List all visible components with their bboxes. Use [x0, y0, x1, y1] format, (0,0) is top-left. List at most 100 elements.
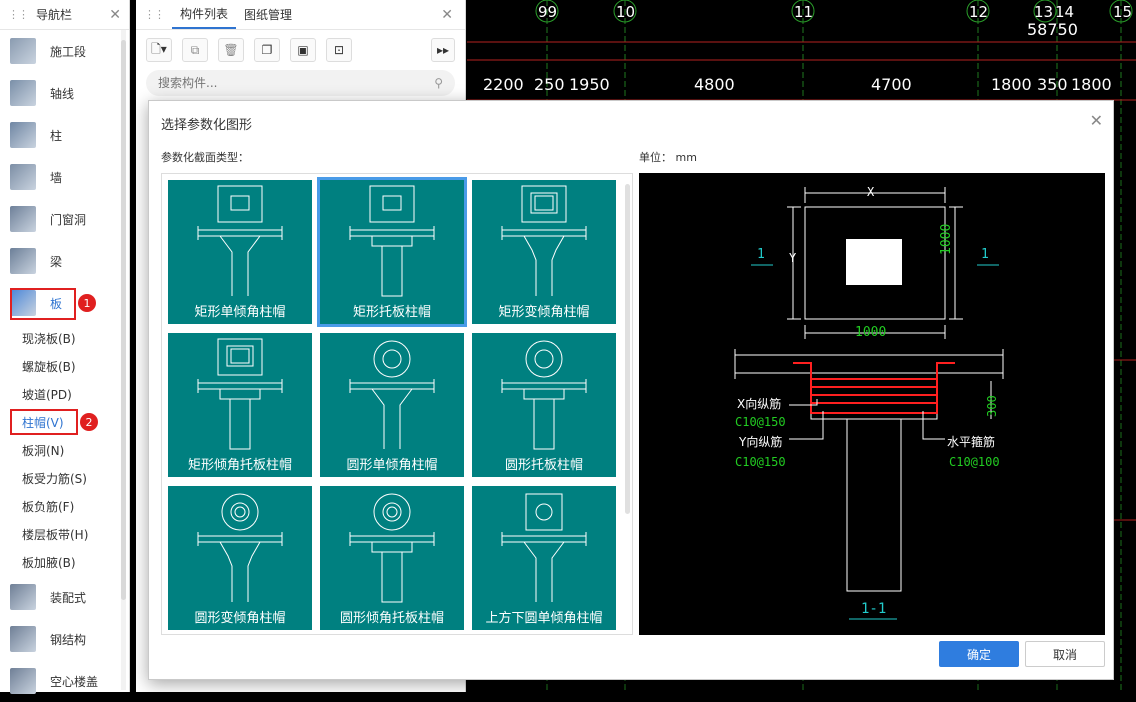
nav-scrollbar[interactable]: [121, 30, 126, 690]
x-rebar-spec: C10@150: [735, 415, 786, 429]
shape-drawing: [197, 493, 283, 602]
sub-item-label: 柱帽(V): [22, 415, 64, 430]
sub-item-2[interactable]: 坡道(PD): [0, 380, 129, 408]
step-badge-2: 2: [80, 413, 98, 431]
dim-1000-vertical: 1000: [939, 223, 954, 255]
tab-drawing-management[interactable]: 图纸管理: [244, 7, 293, 22]
grid-scrollbar[interactable]: [625, 184, 630, 514]
close-icon[interactable]: ✕: [109, 6, 121, 23]
shape-option-7[interactable]: 圆形倾角托板柱帽: [320, 486, 464, 630]
tab-component-list[interactable]: 构件列表: [172, 0, 237, 29]
search-input[interactable]: [158, 76, 435, 90]
copy-icon[interactable]: ⧉: [182, 38, 208, 62]
total-dimension: 58750: [1027, 20, 1078, 39]
sub-item-5[interactable]: 板受力筋(S): [0, 464, 129, 492]
sub-item-3[interactable]: 柱帽(V) 2: [0, 408, 129, 436]
close-icon[interactable]: ✕: [1089, 111, 1103, 130]
nav-item-1[interactable]: 轴线: [0, 72, 129, 114]
more-icon[interactable]: ▸▸: [431, 38, 455, 62]
highlight-box: [10, 288, 76, 320]
shape-option-label: 矩形单倾角柱帽: [194, 305, 286, 320]
nav-item-0[interactable]: 施工段: [0, 30, 129, 72]
shape-option-0[interactable]: 矩形单倾角柱帽: [168, 180, 312, 324]
axis-number: 15: [1113, 3, 1133, 21]
nav-item-3[interactable]: 墙: [0, 156, 129, 198]
steel-structure-icon: [10, 626, 36, 652]
duplicate-icon[interactable]: ❐: [254, 38, 280, 62]
search-icon[interactable]: ⚲: [434, 76, 443, 90]
dialog-title: 选择参数化图形: [161, 118, 253, 133]
shape-drawing: [349, 185, 435, 297]
nav-bottom-item-1[interactable]: 钢结构: [0, 618, 129, 660]
sub-item-1[interactable]: 螺旋板(B): [0, 352, 129, 380]
nav-bottom-item-0[interactable]: 装配式: [0, 576, 129, 618]
cancel-button[interactable]: 取消: [1025, 641, 1105, 667]
hollow-floor-icon: [10, 668, 36, 694]
nav-item-5[interactable]: 梁: [0, 240, 129, 282]
sub-item-label: 板受力筋(S): [22, 471, 87, 486]
close-icon[interactable]: ✕: [441, 6, 453, 23]
y-rebar-label: Y向纵筋: [739, 435, 783, 449]
component-toolbar: 🗋▾ ⧉ 🗑 ❐ ▣ ⊡ ▸▸: [136, 30, 465, 70]
shape-option-6[interactable]: 圆形变倾角柱帽: [168, 486, 312, 630]
x-label: X: [867, 185, 875, 199]
shape-drawing: [349, 340, 435, 449]
nav-item-label: 空心楼盖: [50, 674, 99, 689]
shape-grid: 矩形单倾角柱帽 矩形托板柱帽矩形变倾角柱帽矩形倾角托板柱帽 圆形单倾角柱帽圆形托板柱…: [161, 173, 633, 635]
nav-item-label: 门窗洞: [50, 212, 87, 227]
axis-number: 12: [969, 3, 989, 21]
shape-option-8[interactable]: 上方下圆单倾角柱帽: [472, 486, 616, 630]
nav-bottom-item-2[interactable]: 空心楼盖: [0, 660, 129, 702]
shape-option-2[interactable]: 矩形变倾角柱帽: [472, 180, 616, 324]
shape-option-label: 圆形变倾角柱帽: [194, 611, 286, 626]
nav-item-label: 梁: [50, 254, 63, 269]
drag-grip-icon[interactable]: ⋮⋮: [8, 8, 29, 21]
save-template-icon[interactable]: ▣: [290, 38, 316, 62]
panel-header: ⋮⋮ 构件列表 图纸管理 ✕: [136, 0, 465, 30]
preview-drawing: [734, 187, 1004, 620]
door-window-icon: [10, 206, 36, 232]
nav-item-label: 墙: [50, 170, 63, 185]
sub-item-0[interactable]: 现浇板(B): [0, 324, 129, 352]
y-rebar-spec: C10@150: [735, 455, 786, 469]
nav-item-4[interactable]: 门窗洞: [0, 198, 129, 240]
sub-item-4[interactable]: 板洞(N): [0, 436, 129, 464]
sub-item-label: 楼层板带(H): [22, 527, 89, 542]
select-parametric-shape-dialog: 选择参数化图形 ✕ 参数化截面类型： 单位： mm 矩形单倾角柱帽矩形托板柱帽矩…: [148, 100, 1114, 680]
nav-item-2[interactable]: 柱: [0, 114, 129, 156]
sub-item-8[interactable]: 板加腋(B): [0, 548, 129, 576]
shape-drawing: [197, 338, 283, 450]
shape-option-4[interactable]: 圆形单倾角柱帽: [320, 333, 464, 477]
stirrup-spec: C10@100: [949, 455, 1000, 469]
sub-item-7[interactable]: 楼层板带(H): [0, 520, 129, 548]
prefab-icon: [10, 584, 36, 610]
shape-option-label: 矩形倾角托板柱帽: [187, 458, 292, 473]
shape-option-3[interactable]: 矩形倾角托板柱帽: [168, 333, 312, 477]
sub-item-label: 板负筋(F): [22, 499, 75, 514]
beam-icon: [10, 248, 36, 274]
dimension-text: 250: [534, 75, 565, 94]
nav-header: ⋮⋮ 导航栏 ✕: [0, 0, 129, 30]
section-mark-right: 1: [981, 247, 989, 262]
new-component-icon[interactable]: 🗋▾: [146, 38, 172, 62]
sub-item-label: 现浇板(B): [22, 331, 76, 346]
shape-option-5[interactable]: 圆形托板柱帽: [472, 333, 616, 477]
ok-button[interactable]: 确定: [939, 641, 1019, 667]
axis-number: 13: [1034, 3, 1054, 21]
sub-item-label: 板洞(N): [22, 443, 65, 458]
section-mark-left: 1: [757, 247, 765, 262]
nav-item-label: 柱: [50, 128, 63, 143]
dimension-text: 2200: [483, 75, 524, 94]
shape-drawing: [501, 340, 587, 450]
dimension-text: 1800: [991, 75, 1032, 94]
delete-icon[interactable]: 🗑: [218, 38, 244, 62]
dimension-text: 1800: [1071, 75, 1112, 94]
axis-number: 10: [616, 3, 636, 21]
shape-option-1[interactable]: 矩形托板柱帽: [317, 177, 467, 327]
sub-item-6[interactable]: 板负筋(F): [0, 492, 129, 520]
column-icon: [10, 122, 36, 148]
drag-grip-icon[interactable]: ⋮⋮: [144, 8, 165, 21]
import-icon[interactable]: ⊡: [326, 38, 352, 62]
unit-label: 单位： mm: [639, 151, 697, 164]
